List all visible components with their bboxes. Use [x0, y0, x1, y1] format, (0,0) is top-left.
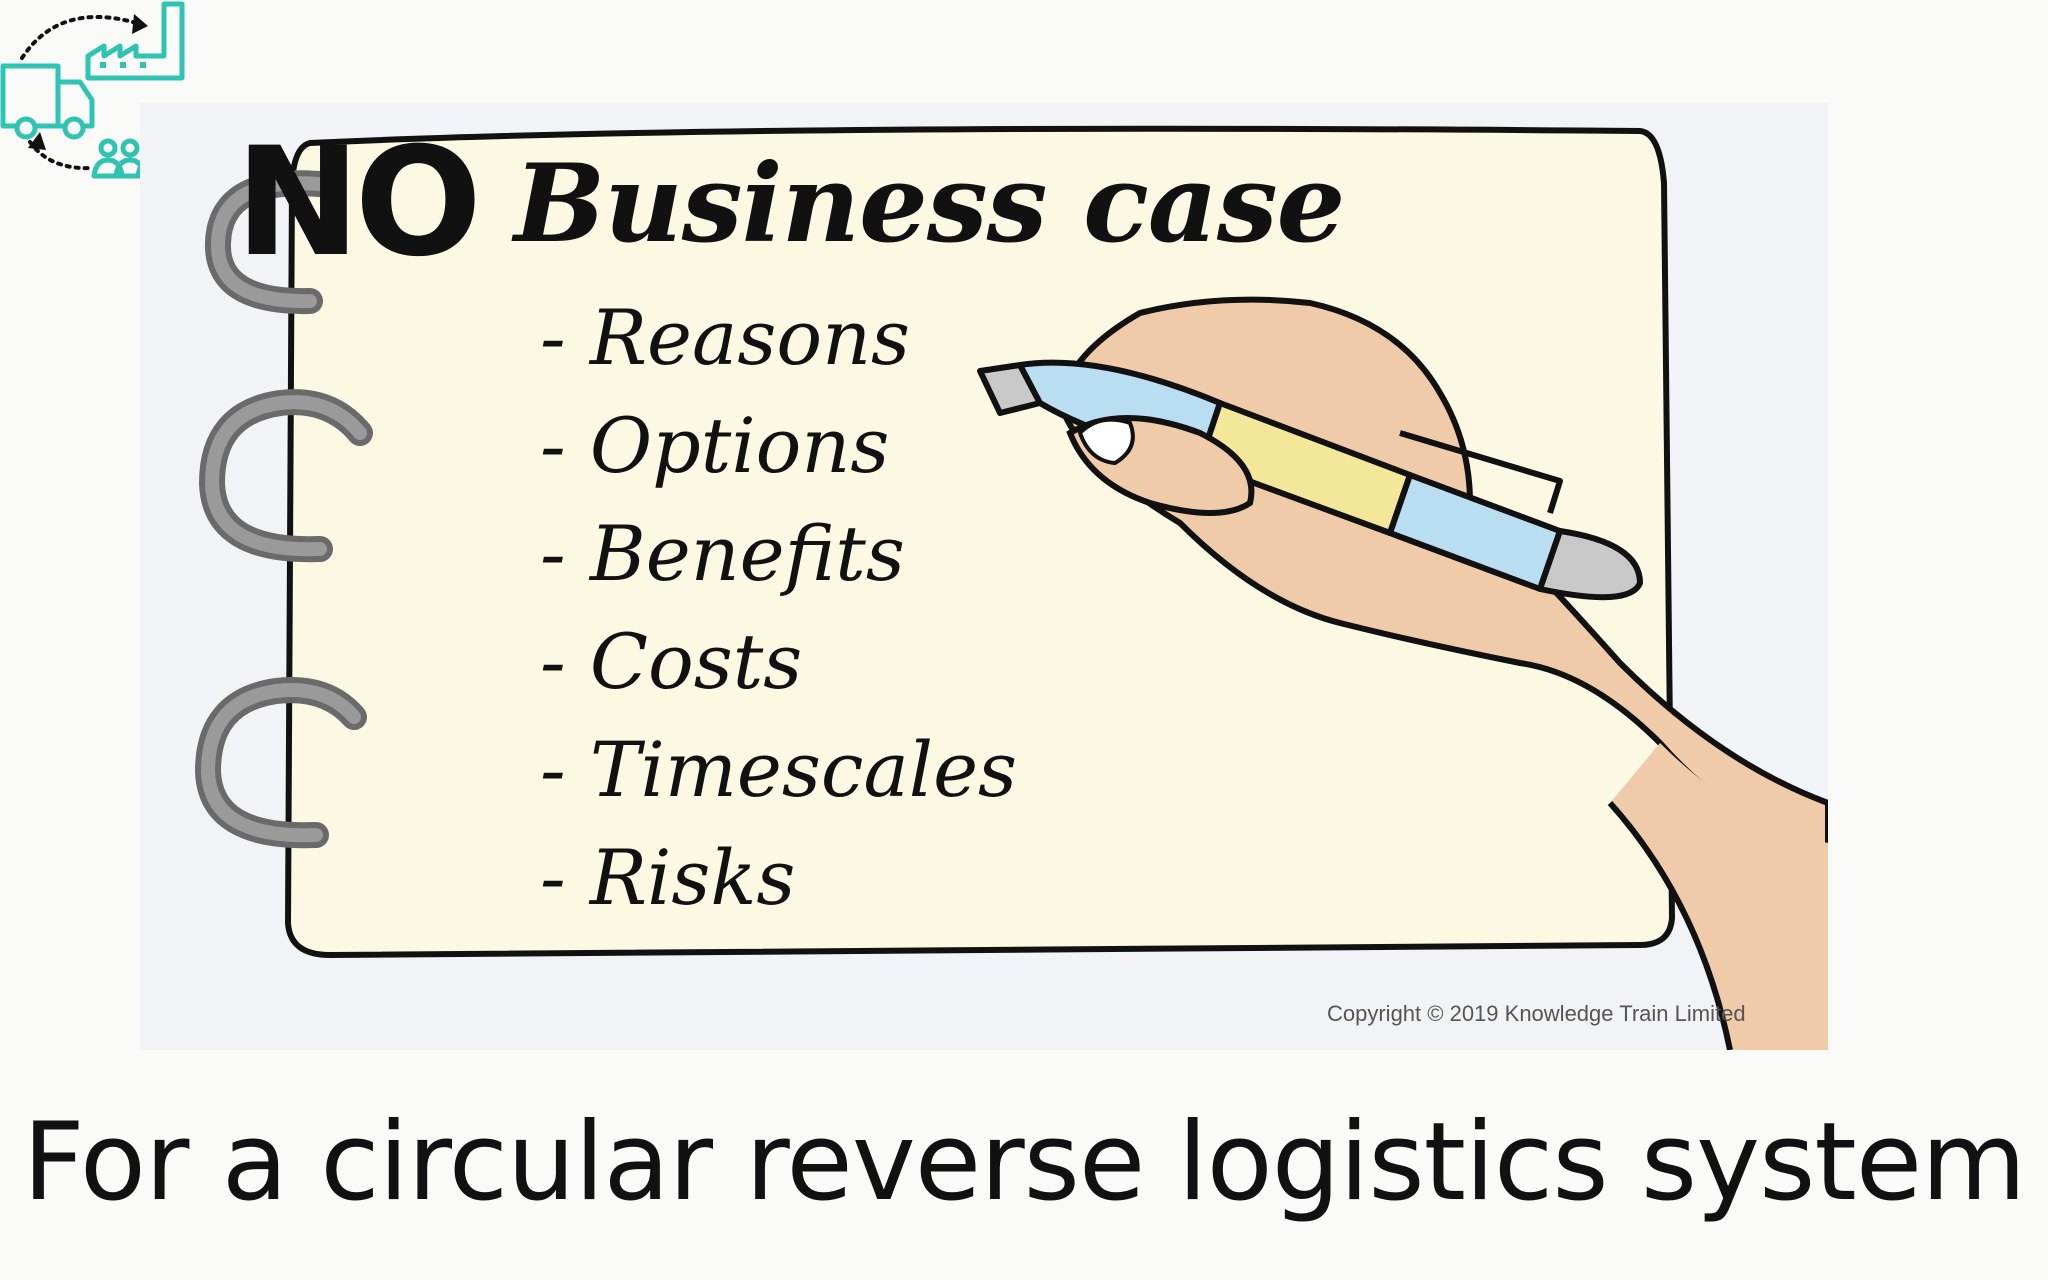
list-item-timescales: - Timescales [540, 725, 1018, 814]
list-item-costs: - Costs [540, 617, 803, 706]
spiral-rings [194, 170, 373, 849]
list-item-options: - Options [540, 401, 890, 490]
copyright-notice: Copyright © 2019 Knowledge Train Limited [1327, 1001, 1746, 1026]
pen [977, 359, 1643, 601]
notepad-drawing [194, 125, 1828, 1050]
list-item-benefits: - Benefits [540, 509, 905, 598]
no-label: NO [235, 116, 482, 290]
notepad-title: Business case [514, 141, 1345, 267]
slide-caption: For a circular reverse logistics system [22, 1100, 2027, 1225]
list-item-risks: - Risks [540, 833, 796, 922]
list-item-reasons: - Reasons [540, 293, 911, 382]
business-case-illustration: Business case - Reasons - Options - Bene… [140, 103, 1828, 1050]
